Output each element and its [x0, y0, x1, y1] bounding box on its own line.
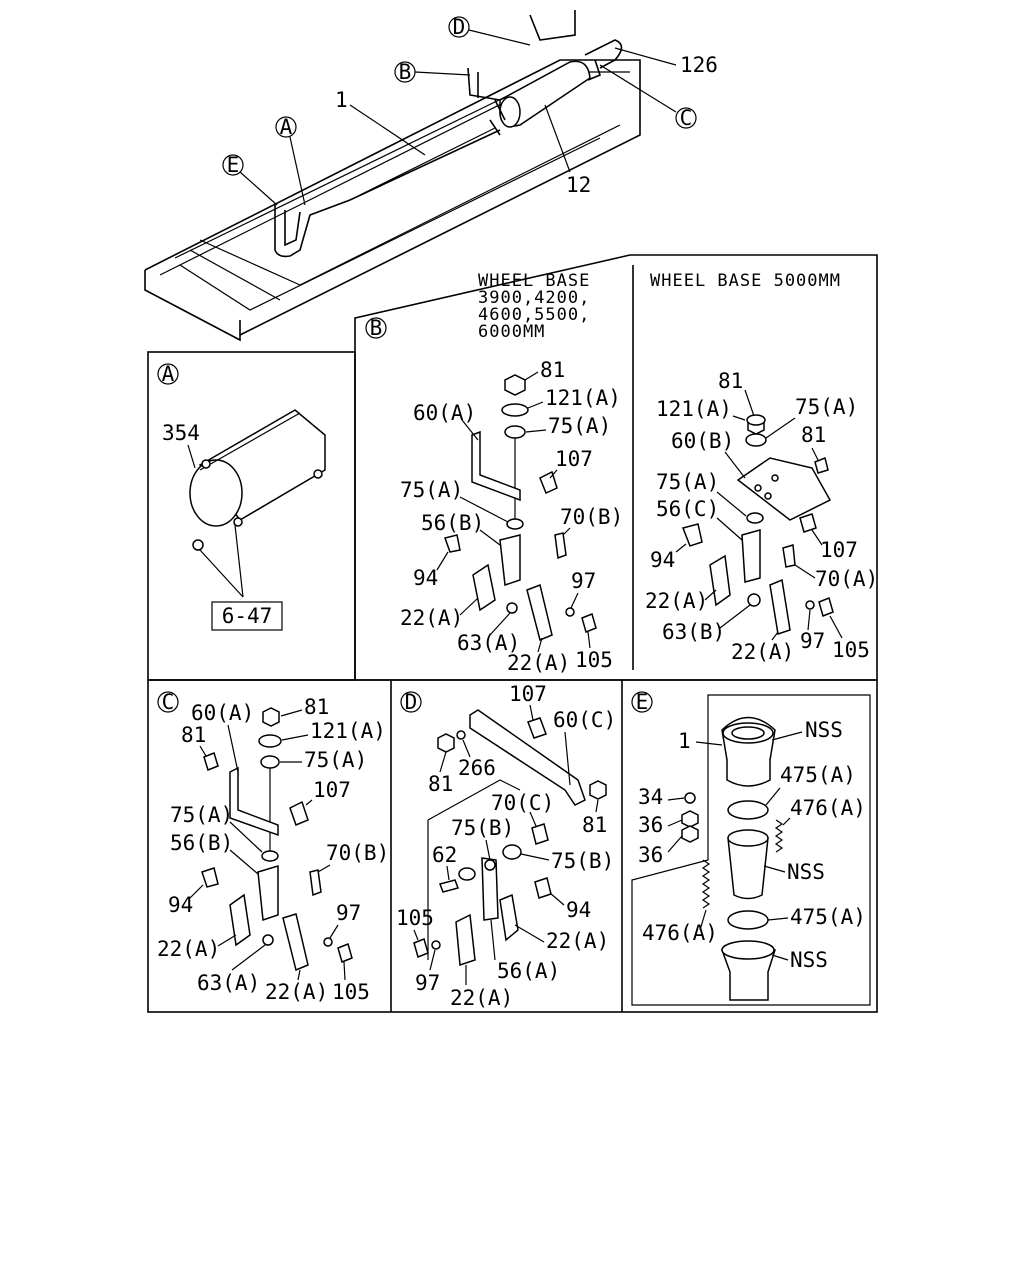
d-label-60c: 60(C) — [553, 708, 616, 732]
panel-d: D 107 60(C) 266 81 81 70(C) 75(B) 75(B) — [396, 682, 616, 1010]
overview-illustration — [144, 10, 641, 342]
d-label-75b-2: 75(B) — [551, 849, 614, 873]
callout-e: E — [227, 153, 240, 177]
d-label-105: 105 — [396, 906, 434, 930]
b-left-label-63a: 63(A) — [457, 631, 520, 655]
b-right-label-75a: 75(A) — [795, 395, 858, 419]
panel-b-letter: B — [370, 316, 383, 340]
b-right-label-60b: 60(B) — [671, 429, 734, 453]
c-label-56b: 56(B) — [170, 831, 233, 855]
b-left-label-75a: 75(A) — [548, 414, 611, 438]
panel-c-letter: C — [162, 690, 175, 714]
e-label-1: 1 — [678, 729, 691, 753]
c-label-105: 105 — [332, 980, 370, 1004]
d-label-266: 266 — [458, 756, 496, 780]
b-right-label-81-2: 81 — [801, 423, 826, 447]
label-1: 1 — [335, 88, 348, 112]
e-label-34: 34 — [638, 785, 663, 809]
b-left-label-105: 105 — [575, 648, 613, 672]
panel-c: C 60(A) 81 81 121(A) 75(A) 107 75(A) 56(… — [157, 690, 389, 1004]
b-right-label-63b: 63(B) — [662, 620, 725, 644]
e-label-476a-2: 476(A) — [642, 921, 718, 945]
c-label-121a: 121(A) — [310, 719, 386, 743]
b-left-label-97: 97 — [571, 569, 596, 593]
e-label-475a-2: 475(A) — [790, 905, 866, 929]
b-right-label-107: 107 — [820, 538, 858, 562]
c-label-63a: 63(A) — [197, 971, 260, 995]
b-left-label-22a: 22(A) — [400, 606, 463, 630]
panel-b: B WHEEL BASE 3900,4200, 4600,5500, 6000M… — [365, 271, 878, 675]
label-354: 354 — [162, 421, 200, 445]
d-label-22a: 22(A) — [546, 929, 609, 953]
b-right-label-75a-2: 75(A) — [656, 470, 719, 494]
b-right-label-22a-2: 22(A) — [731, 640, 794, 664]
d-label-97: 97 — [415, 971, 440, 995]
b-left-label-121a: 121(A) — [545, 386, 621, 410]
e-label-nss-3: NSS — [790, 948, 828, 972]
c-label-70b: 70(B) — [326, 841, 389, 865]
d-label-62: 62 — [432, 843, 457, 867]
e-label-nss: NSS — [805, 718, 843, 742]
e-label-36: 36 — [638, 813, 663, 837]
b-right-label-70a: 70(A) — [815, 567, 878, 591]
wheel-base-right: WHEEL BASE 5000MM — [650, 271, 841, 291]
label-126: 126 — [680, 53, 718, 77]
panel-a-letter: A — [162, 362, 175, 386]
c-label-97: 97 — [336, 901, 361, 925]
c-label-75a-2: 75(A) — [170, 803, 233, 827]
c-label-81: 81 — [181, 723, 206, 747]
e-label-nss-2: NSS — [787, 860, 825, 884]
panel-a: A 354 6-47 — [157, 362, 326, 631]
d-label-22a-2: 22(A) — [450, 986, 513, 1010]
b-left-label-94: 94 — [413, 566, 438, 590]
ref-box-6-47: 6-47 — [222, 604, 273, 628]
callout-b: B — [399, 60, 412, 84]
d-label-81-2: 81 — [582, 813, 607, 837]
panel-d-letter: D — [405, 690, 418, 714]
callout-d: D — [453, 15, 466, 39]
d-label-70c: 70(C) — [491, 791, 554, 815]
b-left-label-81: 81 — [540, 358, 565, 382]
b-right-label-97: 97 — [800, 629, 825, 653]
b-left-label-70b: 70(B) — [560, 505, 623, 529]
b-left-label-107: 107 — [555, 447, 593, 471]
e-label-475a: 475(A) — [780, 763, 856, 787]
b-right-label-81: 81 — [718, 369, 743, 393]
wheel-base-left-4: 6000MM — [478, 322, 545, 342]
c-label-81-2: 81 — [304, 695, 329, 719]
d-label-94: 94 — [566, 898, 591, 922]
c-label-75a: 75(A) — [304, 748, 367, 772]
d-label-107: 107 — [509, 682, 547, 706]
panel-e-letter: E — [636, 690, 649, 714]
c-label-94: 94 — [168, 893, 193, 917]
c-label-107: 107 — [313, 778, 351, 802]
overview-callouts: D B A E C 126 1 12 — [222, 15, 718, 206]
e-label-36-2: 36 — [638, 843, 663, 867]
b-left-label-75a-2: 75(A) — [400, 478, 463, 502]
wheel-base-left-3: 4600,5500, — [478, 305, 590, 325]
callout-c: C — [680, 106, 693, 130]
b-right-label-56c: 56(C) — [656, 497, 719, 521]
wheel-base-left-1: WHEEL BASE — [478, 271, 590, 291]
callout-a: A — [280, 115, 293, 139]
b-left-label-60a: 60(A) — [413, 401, 476, 425]
c-label-22a-2: 22(A) — [265, 980, 328, 1004]
b-left-label-22a-2: 22(A) — [507, 651, 570, 675]
label-12: 12 — [566, 173, 591, 197]
c-label-60a: 60(A) — [191, 701, 254, 725]
panel-frames — [147, 254, 878, 1013]
b-left-label-56b: 56(B) — [421, 511, 484, 535]
panel-e: E 1 NSS 475(A) 34 476(A) 36 NSS 36 — [631, 690, 871, 1006]
b-right-label-105: 105 — [832, 638, 870, 662]
d-label-75b: 75(B) — [451, 816, 514, 840]
wheel-base-left-2: 3900,4200, — [478, 288, 590, 308]
b-right-label-94: 94 — [650, 548, 675, 572]
b-right-label-121a: 121(A) — [656, 397, 732, 421]
e-label-476a: 476(A) — [790, 796, 866, 820]
d-label-56a: 56(A) — [497, 959, 560, 983]
b-right-label-22a: 22(A) — [645, 589, 708, 613]
d-label-81: 81 — [428, 772, 453, 796]
c-label-22a: 22(A) — [157, 937, 220, 961]
